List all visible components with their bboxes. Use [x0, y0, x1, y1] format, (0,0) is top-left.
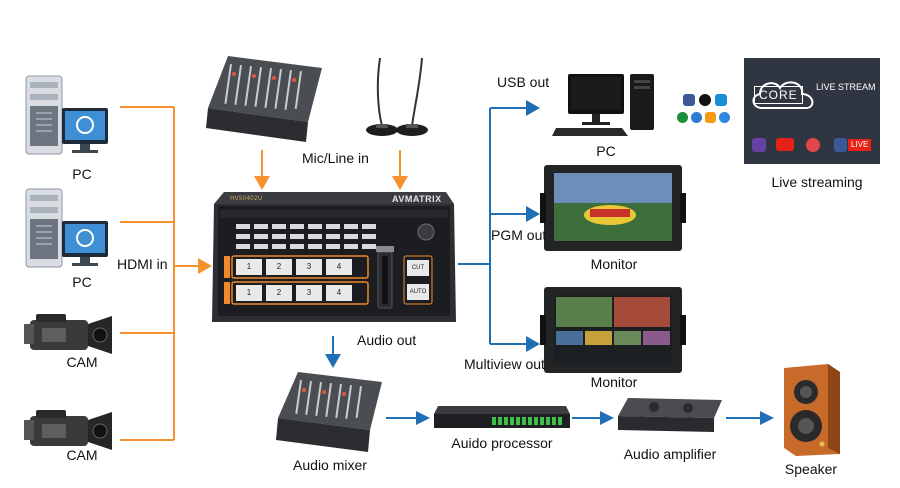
pc-out-label: PC	[596, 143, 616, 159]
audio-processor-icon	[434, 406, 570, 428]
switcher-button: 4	[326, 285, 352, 301]
app-icon	[705, 112, 716, 123]
speaker-icon	[784, 364, 840, 456]
audio-mixer-console-icon	[276, 372, 382, 452]
app-icon	[683, 94, 695, 106]
switcher-brand: AVMATRIX	[392, 194, 442, 204]
live-streaming-panel: CORE LIVE STREAM LIVE	[744, 58, 880, 164]
switcher-bus-row-1: 1 2 3 4	[236, 259, 352, 275]
live-stream-text: LIVE STREAM	[816, 82, 876, 92]
app-icon	[715, 94, 727, 106]
switcher-button: 2	[266, 259, 292, 275]
multiview-out-label: Multiview out	[464, 356, 545, 372]
output-tree	[458, 107, 528, 345]
facebook-live-badge: LIVE	[848, 139, 872, 151]
switcher-button: 1	[236, 259, 262, 275]
video-switcher: HVS0402U AVMATRIX 1 2 3 4 1 2 3 4 CUT AU…	[210, 190, 458, 330]
speaker-label: Speaker	[784, 461, 838, 477]
core-logo-text: CORE	[754, 86, 803, 104]
app-icon	[677, 112, 688, 123]
desktop-pc-icon	[552, 74, 654, 136]
hdmi-in-label: HDMI in	[117, 256, 168, 272]
twitch-icon	[752, 138, 766, 152]
audio-amplifier-label: Audio amplifier	[623, 446, 717, 462]
switcher-button: 1	[236, 285, 262, 301]
pc-label-1: PC	[72, 166, 92, 182]
switcher-model: HVS0402U	[230, 195, 263, 202]
microphone-icon	[366, 57, 428, 136]
audio-out-arrowhead	[325, 354, 341, 368]
camcorder-icon	[24, 314, 112, 354]
app-icon	[691, 112, 702, 123]
audio-processor-label: Auido processor	[451, 435, 553, 451]
pc-label-2: PC	[72, 274, 92, 290]
switcher-button: 4	[326, 259, 352, 275]
streaming-software-icons	[675, 92, 741, 128]
pc-tower-icon	[25, 75, 108, 155]
usb-out-label: USB out	[497, 74, 550, 90]
live-streaming-label: Live streaming	[771, 174, 863, 190]
monitor-icon	[540, 165, 686, 251]
hdmi-in-arrowhead	[198, 258, 212, 274]
monitor-label-2: Monitor	[590, 374, 638, 390]
youtube-icon	[776, 138, 794, 151]
switcher-bus-row-2: 1 2 3 4	[236, 285, 352, 301]
mic-line-in-label: Mic/Line in	[302, 150, 369, 166]
monitor-icon	[540, 287, 686, 373]
hdmi-input-bracket	[120, 106, 200, 441]
cam-label-2: CAM	[66, 447, 98, 463]
pgm-out-label: PGM out	[491, 227, 547, 243]
facebook-icon	[834, 138, 847, 152]
camcorder-icon	[24, 410, 112, 450]
app-icon	[719, 112, 730, 123]
app-icon	[699, 94, 711, 106]
monitor-label-1: Monitor	[590, 256, 638, 272]
pc-tower-icon	[25, 188, 108, 268]
audio-out-label: Audio out	[357, 332, 417, 348]
periscope-icon	[806, 138, 820, 152]
switcher-button: 3	[296, 259, 322, 275]
switcher-button: 2	[266, 285, 292, 301]
auto-button: AUTO	[407, 284, 429, 300]
audio-chain-arrowheads	[416, 411, 774, 425]
cam-label-1: CAM	[66, 354, 98, 370]
output-arrowheads	[526, 100, 540, 352]
cut-button: CUT	[407, 260, 429, 276]
audio-amplifier-icon	[618, 398, 722, 432]
audio-mixer-label: Audio mixer	[293, 457, 367, 473]
switcher-button: 3	[296, 285, 322, 301]
mic-line-arrows	[254, 150, 408, 190]
audio-mixer-console-icon	[206, 56, 322, 142]
